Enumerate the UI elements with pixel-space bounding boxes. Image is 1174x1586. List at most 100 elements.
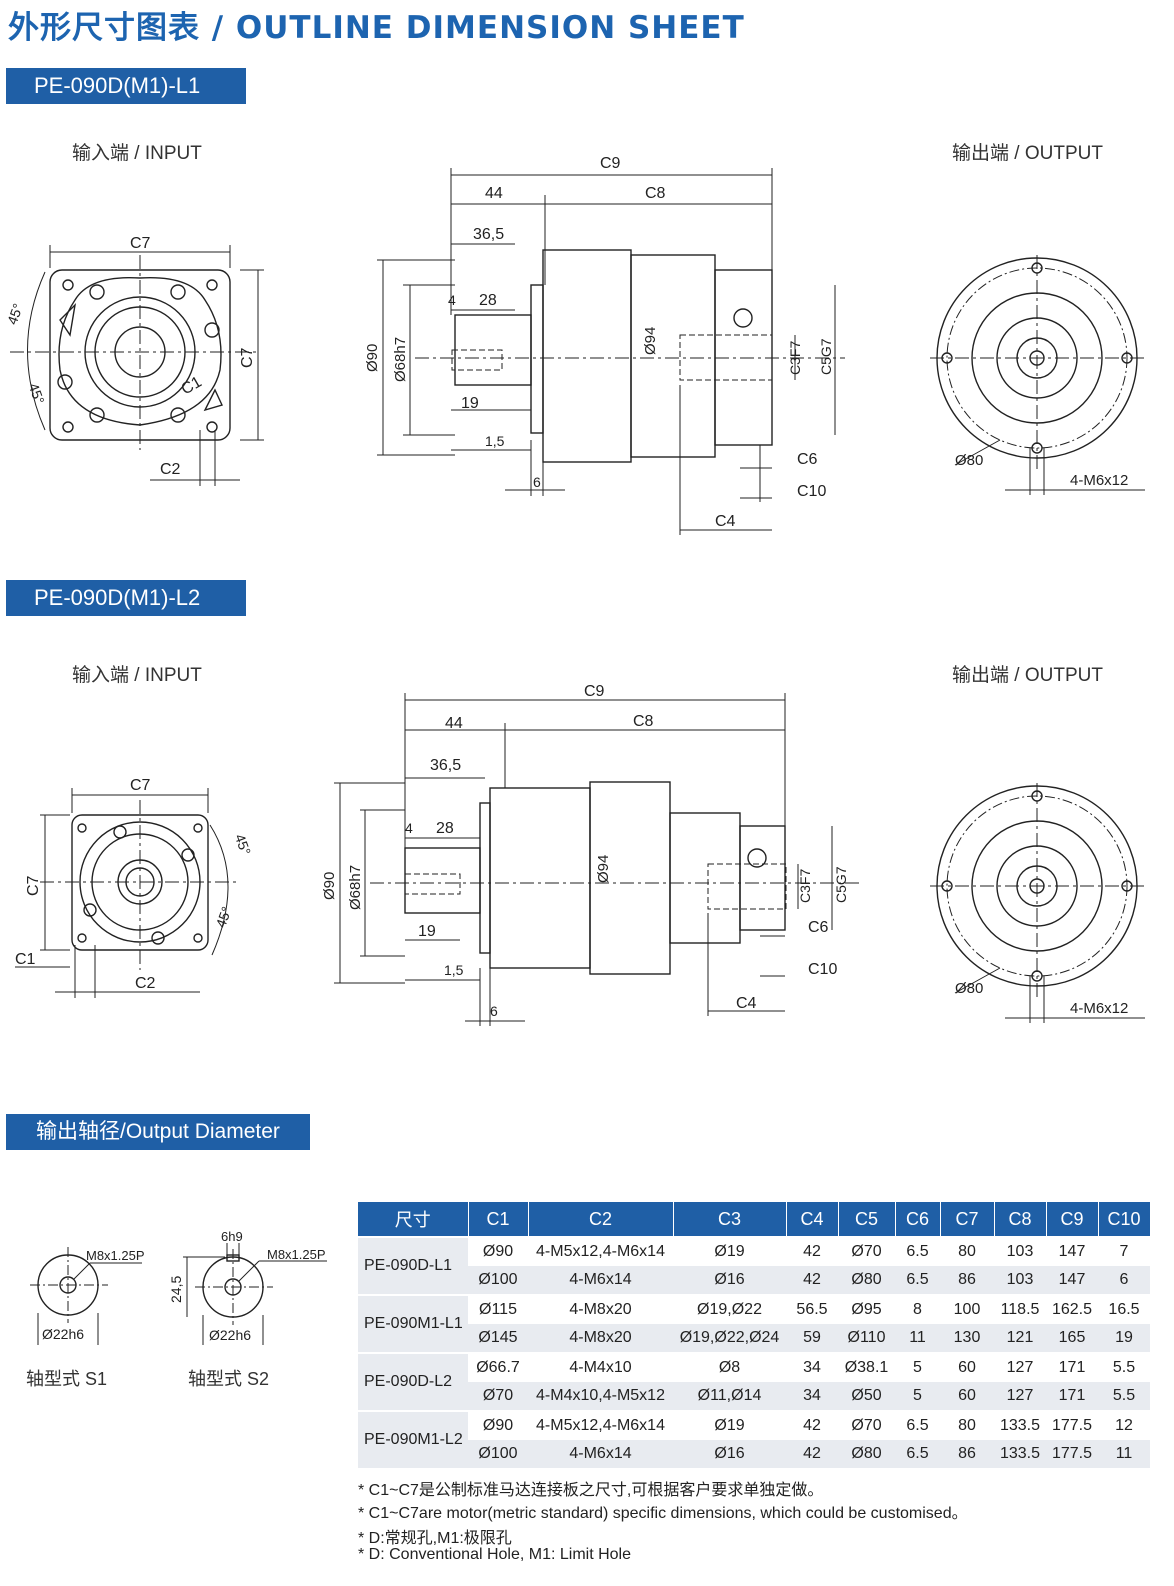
table-cell: 5 [895,1352,940,1382]
l2-in-c7-top: C7 [130,777,151,794]
table-cell: 34 [786,1352,838,1382]
l1-in-c7-side: C7 [239,347,256,368]
model-cell: PE-090M1-L2 [358,1410,468,1468]
table-cell: 5 [895,1382,940,1411]
table-cell: 177.5 [1046,1440,1098,1468]
table-cell: Ø16 [673,1266,786,1295]
table-cell: 6.5 [895,1236,940,1266]
table-cell: 80 [940,1236,994,1266]
l1-output-view: Ø80 4-M6x12 [930,255,1145,495]
header-size: 尺寸 [358,1202,469,1237]
table-cell: 19 [1098,1324,1150,1353]
header-c2: C2 [528,1202,674,1237]
table-cell: 6.5 [895,1410,940,1440]
table-cell: 100 [940,1294,994,1324]
header-c5: C5 [838,1202,896,1237]
table-cell: 147 [1046,1266,1098,1295]
l2-6: 6 [490,1003,498,1019]
table-cell: 162.5 [1046,1294,1098,1324]
l1-c6: C6 [797,451,818,468]
shaft-s1-label: 轴型式 S1 [26,1369,108,1389]
table-cell: 121 [994,1324,1046,1353]
l2-input-view: C7 C7 C2 C1 45° 45° [15,777,254,998]
table-cell: 86 [940,1266,994,1295]
table-cell: 103 [994,1236,1046,1266]
page-title: 外形尺寸图表 / OUTLINE DIMENSION SHEET [8,10,745,46]
l1-c4: C4 [715,513,736,530]
table-cell: Ø16 [673,1440,786,1468]
table-cell: 147 [1046,1236,1098,1266]
l2-c10: C10 [808,961,837,978]
table-cell: 6 [1098,1266,1150,1295]
l2-28: 28 [436,820,454,837]
table-cell: 86 [940,1440,994,1468]
table-cell: 130 [940,1324,994,1353]
output-diameter-banner: 输出轴径/Output Diameter [6,1114,310,1150]
output-label-l2: 输出端 / OUTPUT [952,665,1103,686]
dimension-table: 尺寸 C1 C2 C3 C4 C5 C6 C7 C8 C9 C10 PE-090… [358,1202,1151,1468]
table-cell: 5.5 [1098,1382,1150,1411]
table-cell: 177.5 [1046,1410,1098,1440]
table-header-row: 尺寸 C1 C2 C3 C4 C5 C6 C7 C8 C9 C10 [358,1202,1151,1237]
table-cell: 80 [940,1410,994,1440]
model-cell: PE-090D-L2 [358,1352,468,1411]
table-cell: 60 [940,1382,994,1411]
l1-phi94: Ø94 [642,327,659,355]
table-cell: 8 [895,1294,940,1324]
table-cell: 4-M6x14 [528,1440,673,1468]
table-cell: 118.5 [994,1294,1046,1324]
l1-c10: C10 [797,483,826,500]
s1-thread: M8x1.25P [86,1248,145,1263]
l1-in-45b: 45° [25,381,47,406]
l1-19: 19 [461,395,479,412]
l2-19: 19 [418,923,436,940]
table-cell: Ø19 [673,1410,786,1440]
header-c8: C8 [994,1202,1047,1237]
table-cell: Ø80 [838,1440,895,1468]
l2-44: 44 [445,715,463,732]
l2-output-view: Ø80 4-M6x12 [930,783,1145,1023]
table-cell: 59 [786,1324,838,1353]
s2-key: 6h9 [221,1229,243,1244]
table-cell: 42 [786,1410,838,1440]
header-c10: C10 [1098,1202,1151,1237]
table-cell: Ø70 [838,1236,895,1266]
l1-36-5: 36,5 [473,226,504,243]
table-cell: 5.5 [1098,1352,1150,1382]
header-c9: C9 [1046,1202,1099,1237]
header-c3: C3 [673,1202,787,1237]
table-cell: 4-M4x10,4-M5x12 [528,1382,673,1411]
table-cell: 4-M5x12,4-M6x14 [528,1236,673,1266]
table-cell: 60 [940,1352,994,1382]
table-cell: 42 [786,1440,838,1468]
header-c7: C7 [940,1202,995,1237]
table-cell: Ø38.1 [838,1352,895,1382]
table-cell: Ø19 [673,1236,786,1266]
s1-dia: Ø22h6 [42,1326,84,1342]
shaft-s2-drawing: 6h9 M8x1.25P 24,5 Ø22h6 [168,1229,327,1345]
table-cell: 6.5 [895,1440,940,1468]
l2-36-5: 36,5 [430,757,461,774]
l2-out-phi80: Ø80 [955,980,983,997]
table-cell: Ø115 [468,1294,528,1324]
l2-c9: C9 [584,683,605,700]
s2-thread: M8x1.25P [267,1247,326,1262]
header-c1: C1 [468,1202,529,1237]
l1-c5: C5G7 [818,338,834,375]
table-cell: Ø11,Ø14 [673,1382,786,1411]
table-cell: Ø19,Ø22 [673,1294,786,1324]
input-label-l2: 输入端 / INPUT [72,665,202,686]
l1-c3: C3F7 [787,341,803,375]
l1-28: 28 [479,292,497,309]
l2-c4: C4 [736,995,757,1012]
table-cell: 127 [994,1382,1046,1411]
header-c6: C6 [895,1202,941,1237]
l2-in-c2: C2 [135,975,156,992]
table-cell: 103 [994,1266,1046,1295]
l1-c8: C8 [645,185,666,202]
